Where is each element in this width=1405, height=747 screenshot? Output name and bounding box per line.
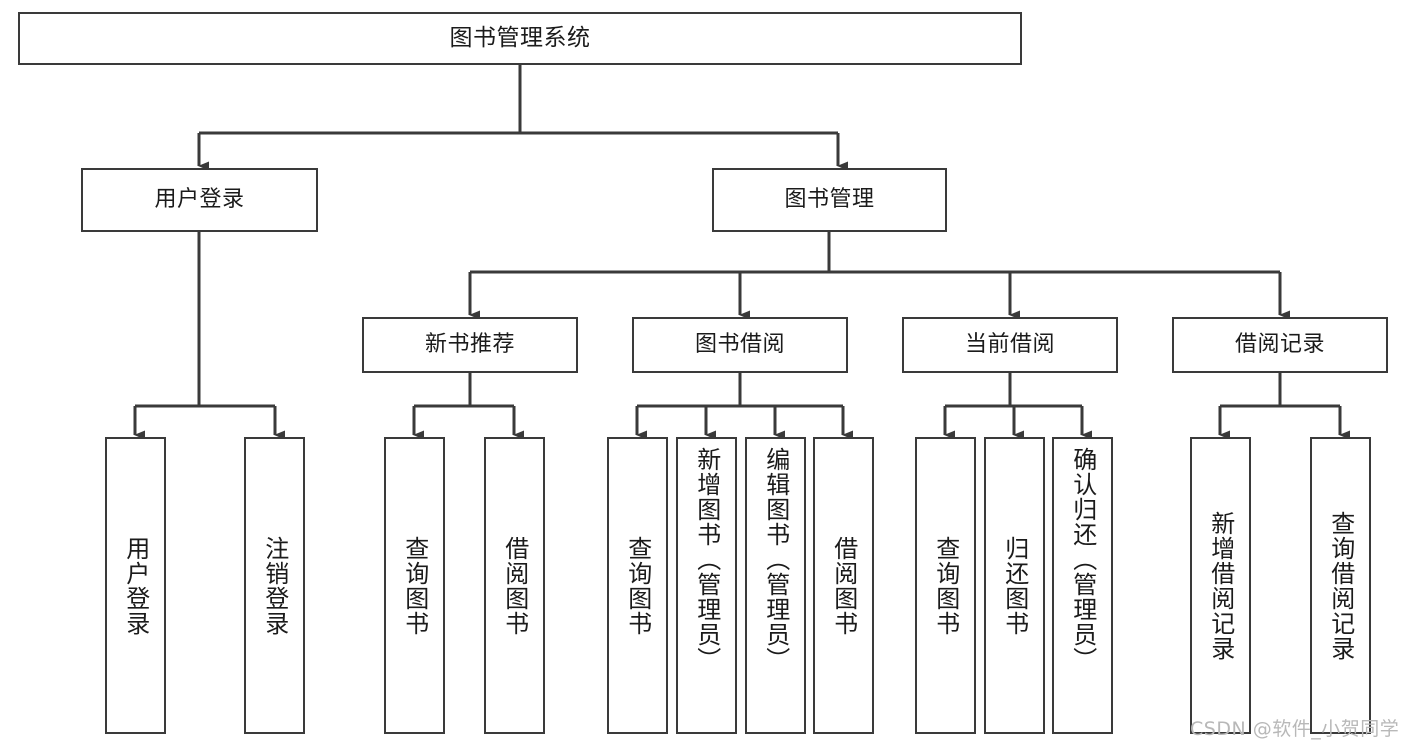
node-label: 新增图书（管理员） — [692, 447, 721, 672]
node-leaf-borrow-book[interactable]: 借阅图书 — [813, 437, 874, 734]
node-label: 查询借阅记录 — [1326, 510, 1355, 661]
node-label: 图书管理系统 — [449, 24, 591, 51]
node-label: 图书管理 — [784, 186, 875, 212]
node-leaf-return-book[interactable]: 归还图书 — [984, 437, 1045, 734]
node-new-book-recommend[interactable]: 新书推荐 — [362, 317, 578, 373]
node-book-management[interactable]: 图书管理 — [712, 168, 947, 232]
node-leaf-add-book-admin[interactable]: 新增图书（管理员） — [676, 437, 737, 734]
node-user-login[interactable]: 用户登录 — [81, 168, 318, 232]
node-label: 确认归还（管理员） — [1068, 447, 1097, 672]
node-leaf-user-login[interactable]: 用户登录 — [105, 437, 166, 734]
node-leaf-add-borrow-record[interactable]: 新增借阅记录 — [1190, 437, 1251, 734]
node-leaf-confirm-return-admin[interactable]: 确认归还（管理员） — [1052, 437, 1113, 734]
node-borrow-record[interactable]: 借阅记录 — [1172, 317, 1388, 373]
node-leaf-query-borrow-record[interactable]: 查询借阅记录 — [1310, 437, 1371, 734]
node-label: 用户登录 — [154, 186, 245, 212]
node-label: 用户登录 — [121, 535, 150, 636]
node-leaf-borrow-book-recommend[interactable]: 借阅图书 — [484, 437, 545, 734]
node-label: 查询图书 — [931, 535, 960, 636]
node-label: 借阅记录 — [1234, 331, 1325, 357]
node-label: 新增借阅记录 — [1206, 510, 1235, 661]
node-label: 查询图书 — [400, 535, 429, 636]
node-leaf-query-book-current[interactable]: 查询图书 — [915, 437, 976, 734]
node-label: 借阅图书 — [500, 535, 529, 636]
node-leaf-edit-book-admin[interactable]: 编辑图书（管理员） — [745, 437, 806, 734]
node-leaf-logout[interactable]: 注销登录 — [244, 437, 305, 734]
node-label: 图书借阅 — [694, 331, 785, 357]
node-root-book-management-system[interactable]: 图书管理系统 — [18, 12, 1022, 65]
node-current-borrow[interactable]: 当前借阅 — [902, 317, 1118, 373]
node-label: 编辑图书（管理员） — [761, 447, 790, 672]
node-label: 归还图书 — [1000, 535, 1029, 636]
csdn-watermark: CSDN @软件_小贺同学 — [1190, 718, 1400, 740]
node-label: 当前借阅 — [964, 331, 1055, 357]
node-label: 查询图书 — [623, 535, 652, 636]
node-label: 借阅图书 — [829, 535, 858, 636]
node-leaf-query-book-recommend[interactable]: 查询图书 — [384, 437, 445, 734]
node-label: 注销登录 — [260, 535, 289, 636]
node-leaf-query-book-borrow[interactable]: 查询图书 — [607, 437, 668, 734]
node-book-borrow[interactable]: 图书借阅 — [632, 317, 848, 373]
node-label: 新书推荐 — [424, 331, 515, 357]
